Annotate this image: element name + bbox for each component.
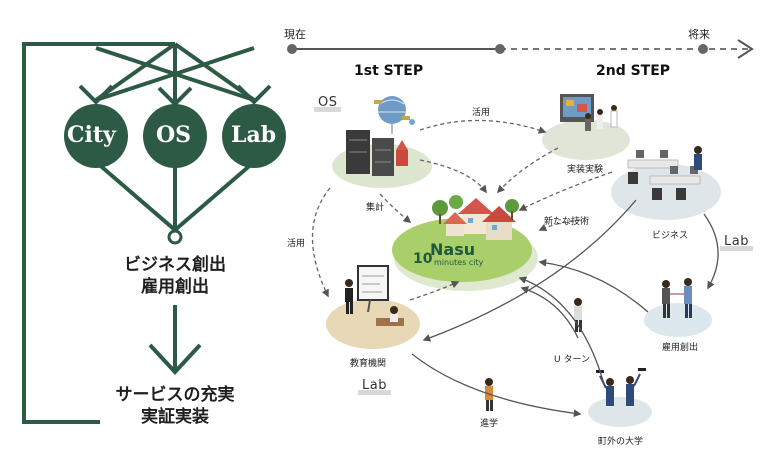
outcome-demonstration: 実証実装 <box>141 407 209 427</box>
junction-dot <box>167 229 183 245</box>
label-jissou: 実装実験 <box>567 165 604 175</box>
outcome-employment: 雇用創出 <box>141 277 209 297</box>
label-katsuyo-left: 活用 <box>287 239 306 249</box>
label-daigaku: 町外の大学 <box>598 437 644 447</box>
tag-os: OS <box>313 95 343 112</box>
step-second: 2nd STEP <box>596 63 671 79</box>
left-flow-lines <box>22 42 272 424</box>
solid-arrows <box>411 199 719 418</box>
lab-node-label: Lab <box>231 122 277 148</box>
lab-node <box>222 104 286 168</box>
server-rack-icon <box>346 96 415 176</box>
outcome-business: ビジネス創出 <box>124 255 226 275</box>
handshake-people-icon <box>662 278 692 318</box>
step-first: 1st STEP <box>354 63 424 79</box>
timeline-start: 現在 <box>284 28 306 41</box>
tag-lab-right: Lab <box>720 234 753 251</box>
label-kyouiku: 教育機関 <box>350 359 387 369</box>
walking-person-uturn-icon <box>574 298 582 332</box>
education-platform <box>326 299 420 349</box>
tag-lab-bottom: Lab <box>358 378 391 395</box>
logo-number: 10 <box>413 251 433 267</box>
label-koyou: 雇用創出 <box>662 343 699 353</box>
logo-main: Nasu <box>430 240 476 259</box>
walking-person-student-icon <box>485 378 493 411</box>
label-uturn: U ターン <box>554 355 590 365</box>
classroom-icon <box>345 265 404 326</box>
label-business: ビジネス <box>652 231 689 241</box>
os-node <box>143 104 207 168</box>
dashed-arrows <box>311 119 613 301</box>
city-node <box>64 104 128 168</box>
label-aratana: 新たな技術 <box>544 217 590 227</box>
outcome-services: サービスの充実 <box>115 385 235 405</box>
office-icon <box>627 146 702 200</box>
label-shingaku: 進学 <box>480 419 499 429</box>
experiment-icon <box>560 94 618 131</box>
os-node-label: OS <box>156 122 192 148</box>
city-node-label: City <box>67 122 116 148</box>
label-katsuyo-top: 活用 <box>472 108 491 118</box>
label-shukei: 集計 <box>366 203 385 213</box>
town-houses-icon <box>432 195 519 240</box>
timeline-end: 将来 <box>688 28 710 41</box>
logo-sub: minutes city <box>434 258 484 267</box>
